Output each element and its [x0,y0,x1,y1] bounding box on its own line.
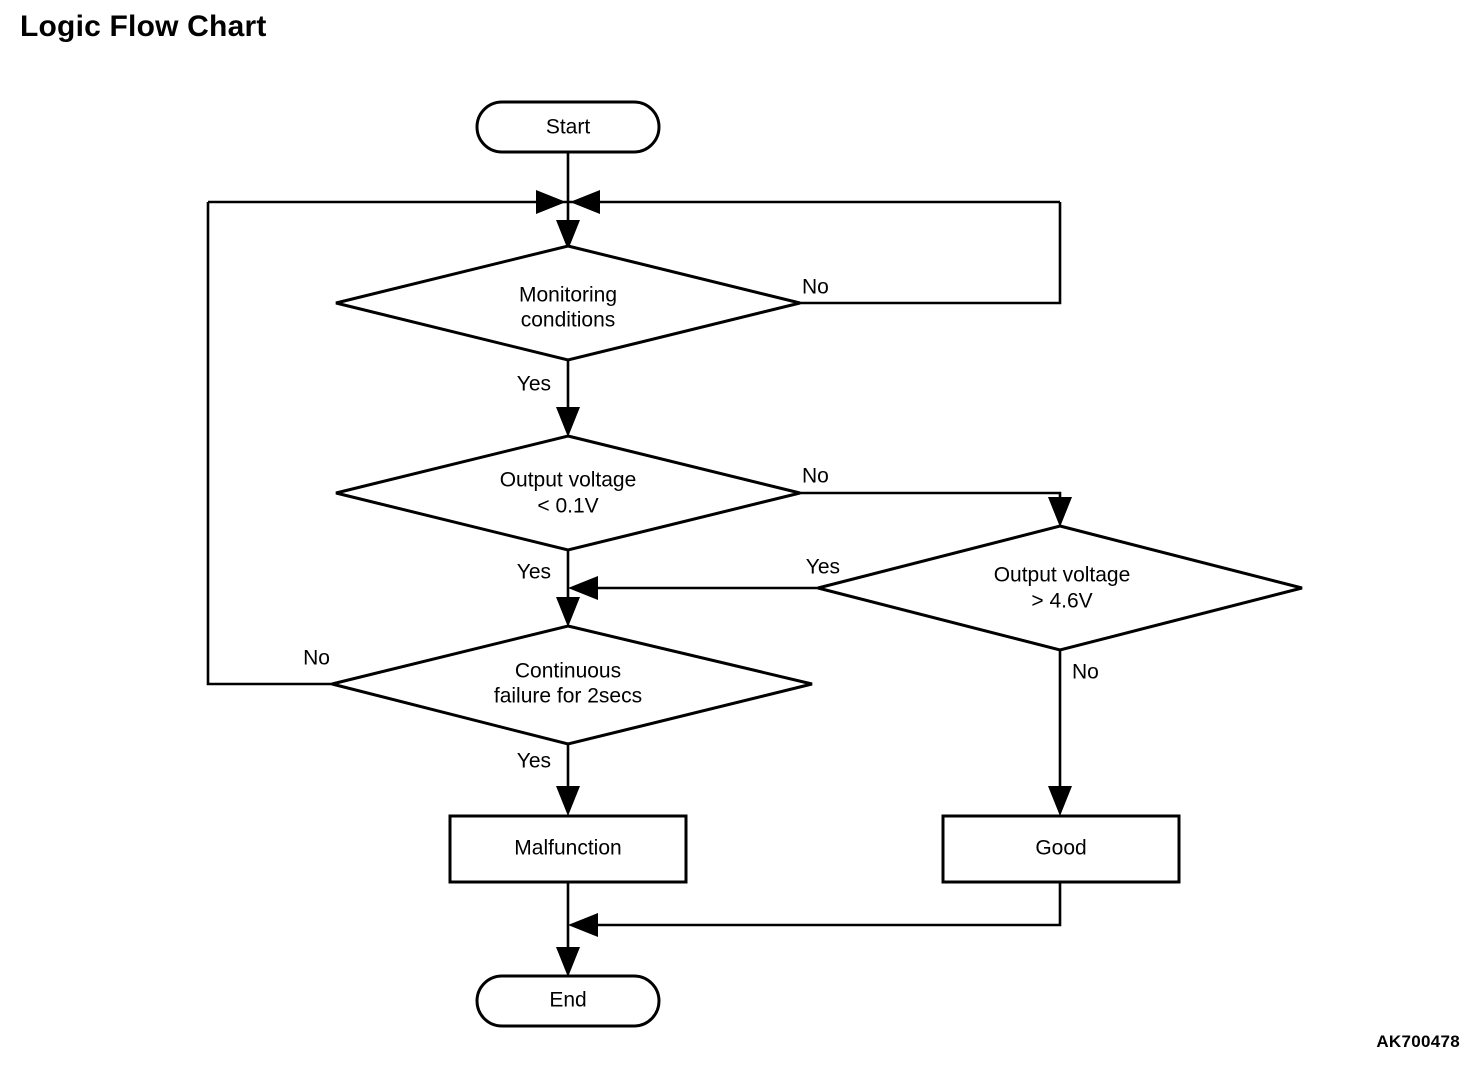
arrow-volt-high-yes-icon [568,576,598,600]
node-malfunction-label: Malfunction [514,837,621,860]
node-end-label: End [549,989,586,1012]
node-start-label: Start [546,116,591,139]
edge-label-monitoring-yes: Yes [517,373,551,396]
arrow-into-monitoring-icon [556,220,580,250]
edge-label-monitoring-no: No [802,276,829,299]
node-volt-high-label-line2: > 4.6V [1031,590,1092,613]
merge-arrow-from-right-icon [570,190,600,214]
merge-arrow-from-left-icon [536,190,566,214]
node-volt-high-label-line1: Output voltage [994,564,1131,587]
arrow-into-end-icon [556,947,580,977]
arrow-into-continuous-icon [556,597,580,627]
edge-monitoring-no-loopback [800,202,1062,305]
edge-label-volt-low-yes: Yes [517,561,551,584]
edge-label-continuous-yes: Yes [517,750,551,773]
node-start[interactable] [475,100,661,154]
edge-label-volt-high-no: No [1072,661,1099,684]
node-good[interactable] [941,814,1181,884]
edge-label-volt-high-yes: Yes [806,556,840,579]
node-monitoring-conditions[interactable] [335,244,801,362]
edge-good-to-end [580,882,1062,927]
page-title: Logic Flow Chart [20,10,267,43]
node-output-voltage-low[interactable] [335,434,801,552]
edge-volt-low-no [800,491,1062,512]
node-volt-low-label-line1: Output voltage [500,469,637,492]
arrow-into-volt-low-icon [556,407,580,437]
edge-label-volt-low-no: No [802,465,829,488]
edge-label-continuous-no: No [303,647,330,670]
node-continuous-failure[interactable] [331,624,813,746]
figure-reference-code: AK700478 [1376,1032,1460,1051]
arrow-into-malfunction-icon [556,786,580,816]
edge-continuous-no-loopback [206,202,332,686]
node-monitoring-label-line1: Monitoring [519,284,617,307]
node-monitoring-label-line2: conditions [521,309,616,332]
arrow-into-volt-high-icon [1048,497,1072,527]
node-continuous-label-line1: Continuous [515,660,621,683]
node-malfunction[interactable] [448,814,688,884]
arrow-good-merge-icon [568,913,598,937]
node-continuous-label-line2: failure for 2secs [494,685,642,708]
node-volt-low-label-line2: < 0.1V [537,495,598,518]
node-end[interactable] [475,974,661,1028]
arrow-into-good-icon [1048,786,1072,816]
node-output-voltage-high[interactable] [817,524,1303,652]
node-good-label: Good [1035,837,1086,860]
